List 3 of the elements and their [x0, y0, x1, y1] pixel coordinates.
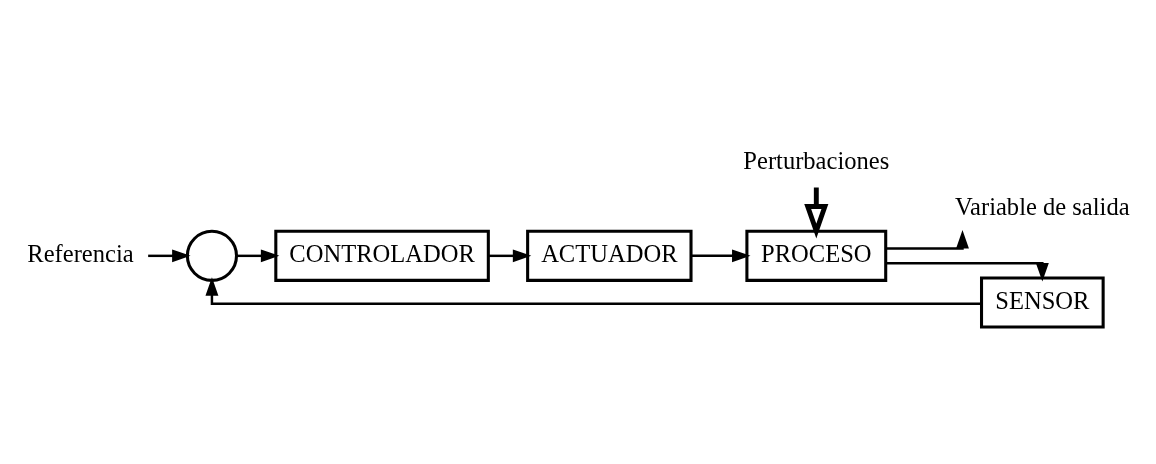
node-text: Variable de salida	[955, 192, 1130, 220]
node-text: Referencia	[27, 239, 134, 267]
node-text: Perturbaciones	[743, 146, 890, 174]
